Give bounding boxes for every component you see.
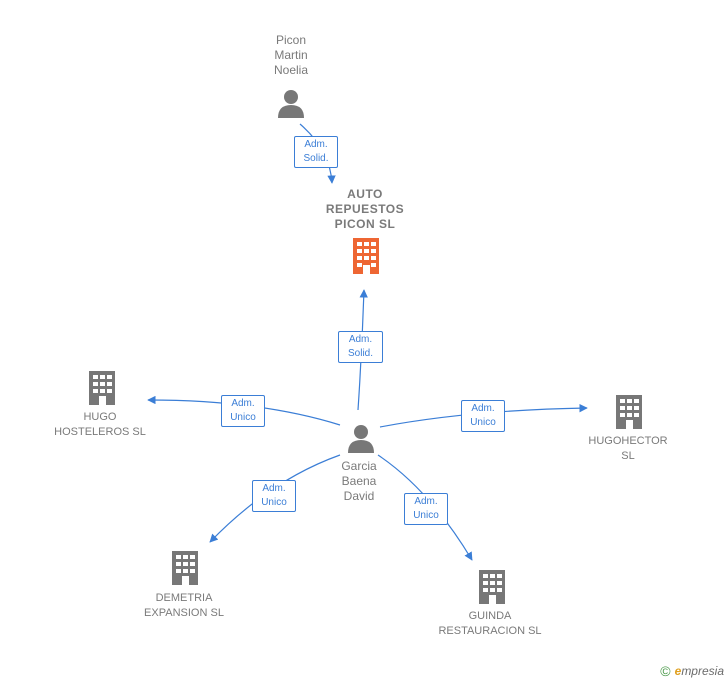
- node-label-hugohector[interactable]: HUGOHECTOR SL: [588, 435, 668, 462]
- node-label-demetria-expansion[interactable]: DEMETRIA EXPANSION SL: [144, 592, 224, 619]
- node-label-picon[interactable]: Picon Martin Noelia: [273, 33, 309, 77]
- edge-label-picon-auto[interactable]: Adm. Solid.: [294, 136, 338, 168]
- edge-label-garcia-demetria[interactable]: Adm. Unico: [252, 480, 296, 512]
- edge-label-garcia-hugo[interactable]: Adm. Unico: [221, 395, 265, 427]
- edge-label-garcia-hugohector[interactable]: Adm. Unico: [461, 400, 505, 432]
- footer-brand[interactable]: © empresia: [660, 663, 724, 679]
- brand-logo-text: mpresia: [681, 664, 724, 678]
- node-label-hugo-hosteleros[interactable]: HUGO HOSTELEROS SL: [54, 411, 146, 438]
- person-icon[interactable]: [346, 423, 376, 453]
- edge-label-garcia-guinda[interactable]: Adm. Unico: [404, 493, 448, 525]
- building-icon[interactable]: [614, 395, 644, 429]
- building-icon-main[interactable]: [351, 238, 381, 274]
- building-icon[interactable]: [87, 371, 117, 405]
- node-label-auto-repuestos[interactable]: AUTO REPUESTOS PICON SL: [325, 187, 405, 231]
- edge-label-garcia-auto[interactable]: Adm. Solid.: [338, 331, 383, 363]
- node-label-garcia[interactable]: Garcia Baena David: [341, 459, 377, 503]
- copyright-icon: ©: [660, 663, 671, 679]
- node-label-guinda-restauracion[interactable]: GUINDA RESTAURACION SL: [438, 610, 542, 637]
- building-icon[interactable]: [170, 551, 200, 585]
- brand-logo-initial: e: [674, 664, 682, 678]
- building-icon[interactable]: [477, 570, 507, 604]
- person-icon[interactable]: [276, 88, 306, 118]
